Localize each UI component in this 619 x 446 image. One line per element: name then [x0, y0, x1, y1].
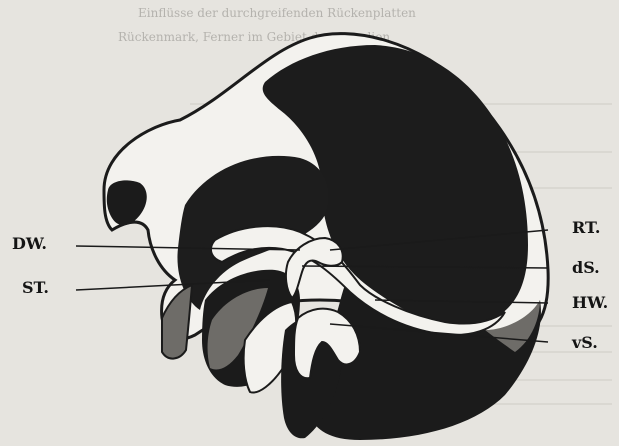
label-st: ST.	[22, 278, 49, 297]
label-ds: dS.	[572, 258, 600, 277]
label-vs: vS.	[572, 333, 598, 352]
label-rt: RT.	[572, 218, 600, 237]
label-hw: HW.	[572, 293, 608, 312]
label-dw: DW.	[12, 234, 47, 253]
